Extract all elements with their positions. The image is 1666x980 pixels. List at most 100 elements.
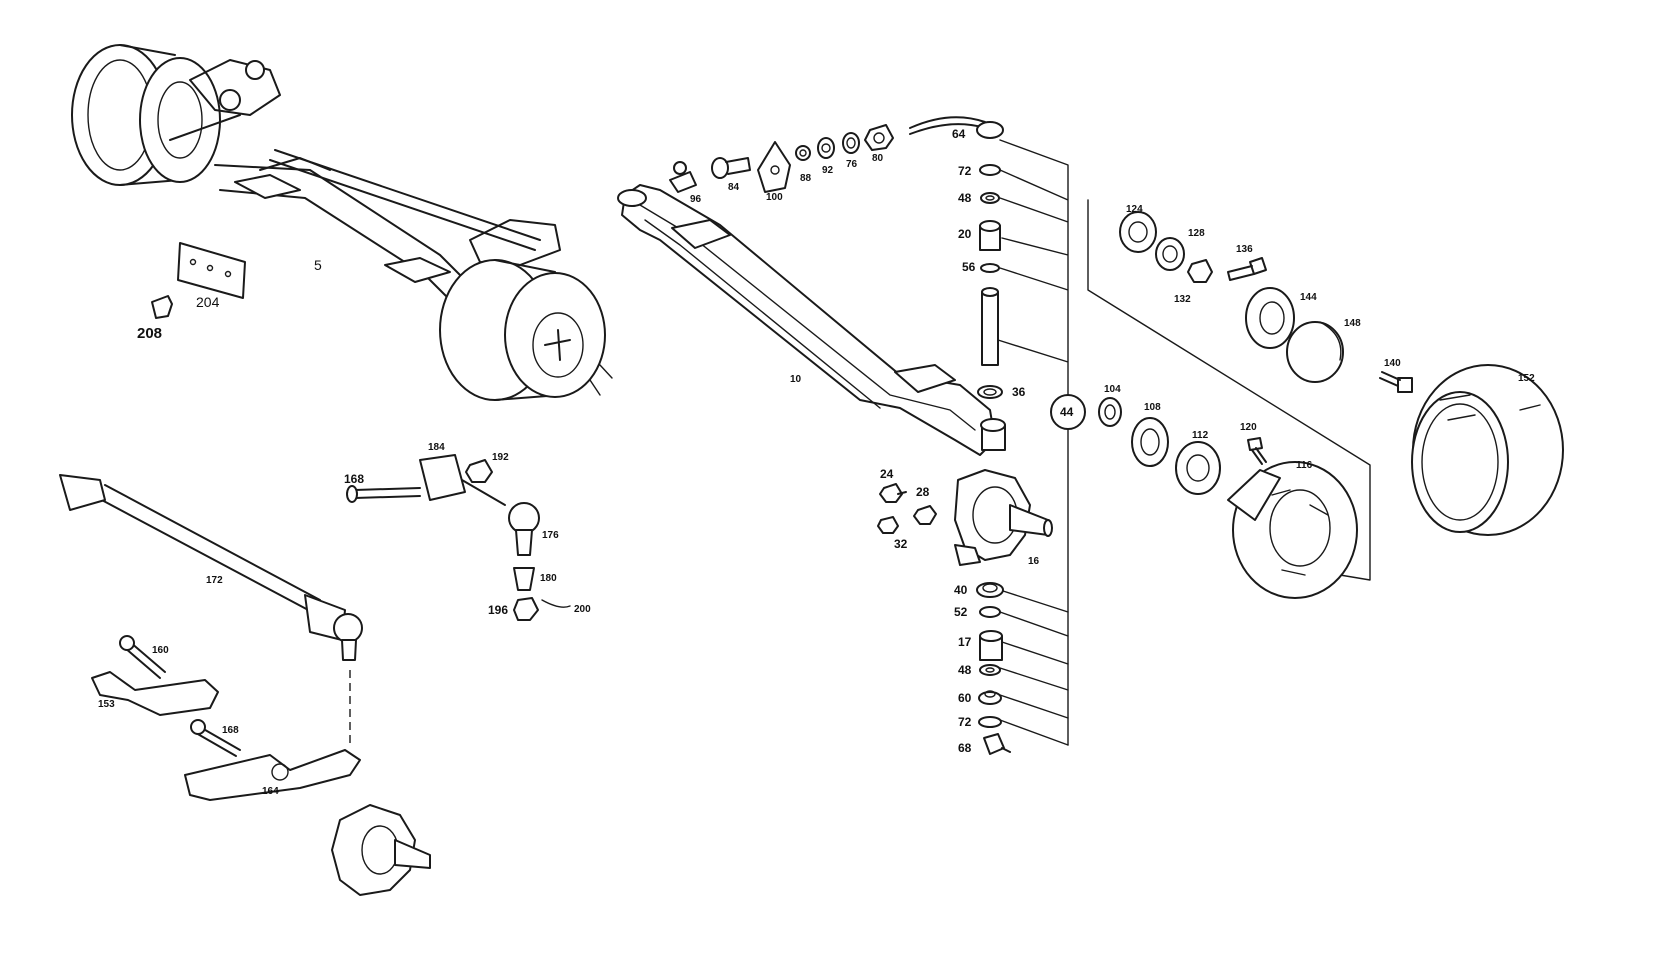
label-192: 192 (492, 452, 509, 463)
label-100: 100 (766, 192, 783, 203)
bolt-84 (711, 157, 751, 179)
tie-rod-172 (59, 474, 363, 661)
bolt-120 (1247, 437, 1267, 465)
label-5: 5 (314, 257, 322, 273)
label-52: 52 (954, 605, 968, 619)
nut-32 (877, 516, 899, 534)
nut-28 (913, 505, 937, 525)
washer-48-lower (979, 664, 1001, 676)
seal-128 (1155, 237, 1185, 271)
label-153: 153 (98, 699, 115, 710)
label-76: 76 (846, 159, 858, 170)
part-labels: 5 204 208 10 64 72 48 20 56 36 44 96 84 … (98, 127, 1535, 797)
pin-64 (909, 116, 1004, 139)
seal-40 (976, 582, 1004, 598)
label-168-lower: 168 (222, 725, 239, 736)
label-176: 176 (542, 530, 559, 541)
label-144: 144 (1300, 292, 1317, 303)
bearing-112 (1175, 441, 1221, 495)
bearing-124 (1119, 211, 1157, 253)
label-124: 124 (1126, 204, 1143, 215)
seal-108 (1131, 417, 1169, 467)
steering-knuckle-16 (954, 469, 1053, 566)
bolt-136 (1227, 257, 1267, 281)
axle-beam-10 (617, 184, 1006, 456)
label-88: 88 (800, 173, 812, 184)
label-116: 116 (1296, 460, 1313, 471)
label-180: 180 (540, 573, 557, 584)
label-120: 120 (1240, 422, 1257, 433)
label-80-top: 80 (872, 153, 884, 164)
washer-72-lower (978, 716, 1002, 728)
thrust-washer-36 (977, 385, 1003, 399)
bracket-100 (757, 141, 791, 193)
nut-80-top (864, 124, 894, 151)
cap-60 (978, 690, 1002, 705)
label-48-upper: 48 (958, 191, 972, 205)
nut-24 (879, 483, 907, 503)
label-92: 92 (822, 165, 834, 176)
kit-44-callout-lines (997, 139, 1069, 746)
label-84: 84 (728, 182, 740, 193)
label-64: 64 (952, 127, 966, 141)
label-96: 96 (690, 194, 702, 205)
bolt-140 (1379, 371, 1413, 393)
ring-56 (980, 263, 1000, 273)
label-104: 104 (1104, 384, 1121, 395)
label-72-upper: 72 (958, 164, 972, 178)
label-108: 108 (1144, 402, 1161, 413)
label-72-lower: 72 (958, 715, 972, 729)
washer-72-upper (979, 164, 1001, 176)
hub-kit-bracket-lines (1087, 199, 1371, 581)
label-200: 200 (574, 604, 591, 615)
label-148: 148 (1344, 318, 1361, 329)
grease-nipple-96 (669, 161, 697, 193)
brake-drum-152 (1411, 364, 1564, 536)
label-32: 32 (894, 537, 908, 551)
bushing-17 (979, 630, 1003, 661)
label-140: 140 (1384, 358, 1401, 369)
label-184: 184 (428, 442, 445, 453)
tie-rod-end-assembly (346, 454, 571, 621)
nut-92 (817, 137, 835, 159)
kit-44-circle (1050, 394, 1086, 430)
king-pin (981, 287, 999, 366)
label-136: 136 (1236, 244, 1253, 255)
label-208: 208 (137, 325, 162, 342)
drop-arm-153 (91, 635, 219, 716)
drop-arm-164 (184, 670, 361, 801)
label-40: 40 (954, 583, 968, 597)
label-36: 36 (1012, 385, 1026, 399)
rivet-208 (151, 295, 173, 319)
label-10: 10 (790, 374, 802, 385)
ring-144 (1245, 287, 1295, 349)
label-160: 160 (152, 645, 169, 656)
label-60: 60 (958, 691, 972, 705)
label-164: 164 (262, 786, 279, 797)
label-152: 152 (1518, 373, 1535, 384)
label-20: 20 (958, 227, 972, 241)
nut-132 (1187, 259, 1213, 283)
washer-48-upper (980, 192, 1000, 204)
label-44: 44 (1060, 405, 1074, 419)
assembled-axle-drawing (71, 44, 613, 401)
label-48-lower: 48 (958, 663, 972, 677)
label-17: 17 (958, 635, 972, 649)
label-128: 128 (1188, 228, 1205, 239)
label-56: 56 (962, 260, 976, 274)
grease-fitting-68 (983, 733, 1011, 755)
label-196: 196 (488, 603, 508, 617)
spacer-76 (842, 132, 860, 154)
label-204: 204 (196, 294, 220, 310)
label-28: 28 (916, 485, 930, 499)
label-68: 68 (958, 741, 972, 755)
label-172: 172 (206, 575, 223, 586)
plate-204 (177, 242, 246, 299)
label-112: 112 (1192, 430, 1209, 441)
lock-washer-88 (795, 145, 811, 161)
hub-cap-148 (1286, 321, 1344, 383)
washer-52 (979, 606, 1001, 618)
spacer-104 (1098, 397, 1122, 427)
label-16: 16 (1028, 556, 1040, 567)
